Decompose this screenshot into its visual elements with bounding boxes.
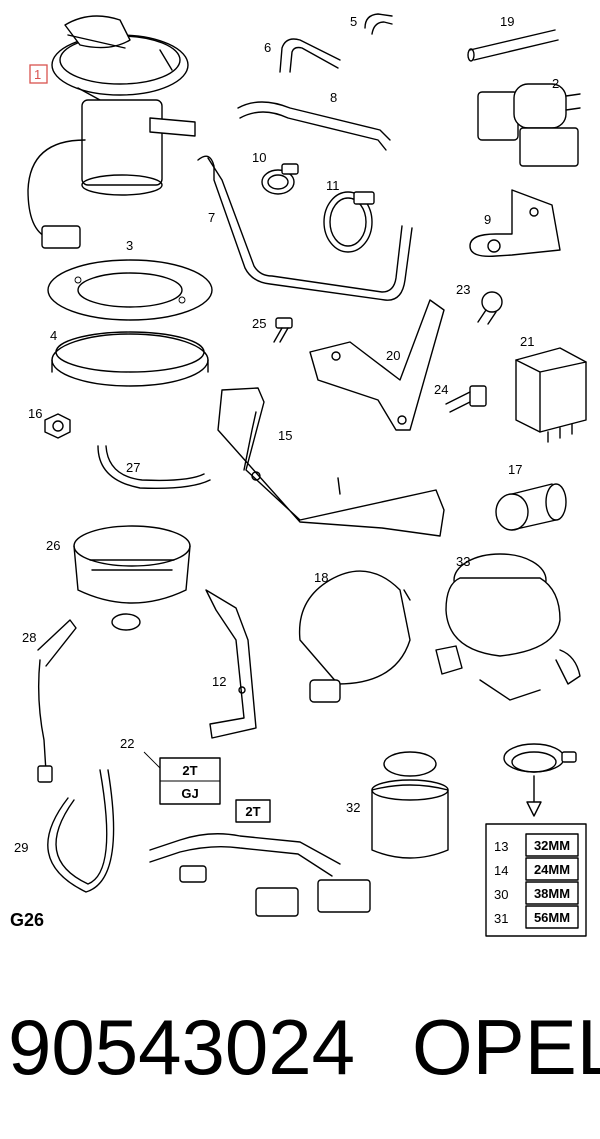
part-6-hose[interactable] (279, 38, 341, 73)
clamp-13-31[interactable] (503, 743, 577, 817)
callout-9: 9 (484, 212, 491, 227)
callout-12: 12 (212, 674, 226, 689)
svg-text:31: 31 (494, 911, 508, 926)
callout-19: 19 (500, 14, 514, 29)
svg-text:38MM: 38MM (534, 886, 570, 901)
callout-18: 18 (314, 570, 328, 585)
callout-11: 11 (326, 178, 340, 193)
callout-labels: 2 3 4 5 6 7 8 9 10 11 12 15 16 17 18 19 … (14, 14, 559, 855)
callout-28: 28 (22, 630, 36, 645)
callout-2: 2 (552, 76, 559, 91)
callout-33: 33 (456, 554, 470, 569)
svg-text:13: 13 (494, 839, 508, 854)
clamp-row-13: 13 32MM (494, 833, 579, 857)
callout-4: 4 (50, 328, 57, 343)
part-18-cover[interactable] (298, 570, 411, 703)
callout-29: 29 (14, 840, 28, 855)
part-28-sensor[interactable] (37, 619, 77, 783)
section-code: G26 (10, 910, 44, 930)
part-33-valve[interactable] (435, 553, 581, 701)
part-25-bolt[interactable] (273, 317, 293, 343)
callout-3: 3 (126, 238, 133, 253)
callout-22: 22 (120, 736, 134, 751)
svg-text:56MM: 56MM (534, 910, 570, 925)
callout-26: 26 (46, 538, 60, 553)
part-number: 90543024 (8, 1003, 355, 1091)
part-9-bracket[interactable] (469, 189, 561, 257)
callout-17: 17 (508, 462, 522, 477)
svg-text:1: 1 (34, 67, 41, 82)
part-4-ring[interactable] (51, 331, 209, 387)
callout-15: 15 (278, 428, 292, 443)
part-3-gasket[interactable] (47, 259, 213, 321)
part-12-bracket[interactable] (205, 589, 257, 739)
part-26-filter[interactable] (73, 525, 191, 631)
part-15-mount-bracket[interactable] (217, 387, 445, 537)
callout-27: 27 (126, 460, 140, 475)
part-21-relay[interactable] (515, 347, 587, 443)
part-22-tag: 2T GJ (143, 751, 221, 805)
callout-16: 16 (28, 406, 42, 421)
part-27-strap[interactable] (97, 445, 211, 489)
harness-tag: 2T (245, 804, 260, 819)
callout-7: 7 (208, 210, 215, 225)
part-16-nut[interactable] (44, 413, 71, 439)
brand: OPEL (412, 1003, 600, 1091)
part-29-cable-tie[interactable] (47, 769, 115, 893)
callout-23: 23 (456, 282, 470, 297)
part-20-bracket[interactable] (309, 299, 445, 431)
clamp-size-table: 13 32MM 14 24MM 30 38MM 31 56MM (485, 823, 587, 937)
part-23-bolt[interactable] (477, 291, 503, 325)
callout-5: 5 (350, 14, 357, 29)
callout-32: 32 (346, 800, 360, 815)
part-1-air-pump[interactable] (27, 15, 196, 249)
callout-20: 20 (386, 348, 400, 363)
part-19-hose[interactable] (467, 29, 559, 62)
callout-21: 21 (520, 334, 534, 349)
clamp-row-14: 14 24MM (494, 857, 579, 881)
part-17-coupling[interactable] (495, 483, 567, 531)
tag-22-top: 2T (182, 763, 197, 778)
clamp-row-31: 31 56MM (494, 905, 579, 929)
part-11-clamp[interactable] (323, 191, 375, 253)
part-24-bolt[interactable] (445, 385, 487, 413)
svg-text:30: 30 (494, 887, 508, 902)
part-8-hose[interactable] (237, 101, 391, 151)
part-7-pipe[interactable] (197, 155, 413, 301)
part-32-container[interactable] (371, 751, 449, 859)
clamp-row-30: 30 38MM (494, 881, 579, 905)
callout-6: 6 (264, 40, 271, 55)
part-10-clamp[interactable] (261, 163, 299, 195)
wiring-harness[interactable]: 2T (149, 799, 371, 917)
svg-text:14: 14 (494, 863, 508, 878)
tag-22-bottom: GJ (181, 786, 198, 801)
callout-10: 10 (252, 150, 266, 165)
svg-text:24MM: 24MM (534, 862, 570, 877)
callout-1-highlight[interactable]: 1 (29, 64, 48, 84)
svg-text:32MM: 32MM (534, 838, 570, 853)
callout-8: 8 (330, 90, 337, 105)
callout-24: 24 (434, 382, 448, 397)
part-2-valve[interactable] (477, 83, 581, 167)
part-5-hose-elbow[interactable] (364, 13, 393, 35)
callout-25: 25 (252, 316, 266, 331)
